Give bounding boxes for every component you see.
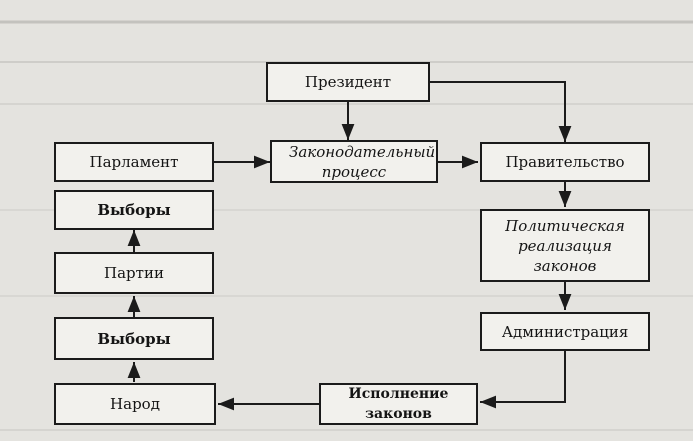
box-people: Народ [54, 383, 216, 425]
parties-label: Партии [104, 264, 164, 282]
box-political-implementation: Политическая реализация законов [480, 209, 650, 282]
administration-label: Администрация [501, 322, 629, 341]
president-label: Президент [304, 73, 392, 91]
people-label: Народ [110, 395, 160, 413]
arrow-president-to-government [430, 81, 572, 142]
box-parties: Партии [54, 252, 214, 294]
box-elections-bottom: Выборы [54, 317, 214, 360]
political-impl-label: Политическая реализация законов [505, 216, 625, 275]
arrow-administration-to-law-execution [480, 351, 566, 409]
box-administration: Администрация [480, 312, 650, 351]
elections-bottom-label: Выборы [97, 329, 171, 348]
law-execution-label: Исполнение законов [348, 386, 449, 422]
legislative-label: Законодательный процесс [289, 142, 436, 181]
box-president: Президент [266, 62, 430, 102]
government-label: Правительство [505, 153, 625, 171]
box-legislative-process: Законодательный процесс [270, 140, 438, 183]
parliament-label: Парламент [89, 153, 179, 171]
box-government: Правительство [480, 142, 650, 182]
box-parliament: Парламент [54, 142, 214, 182]
box-elections-top: Выборы [54, 190, 214, 230]
elections-top-label: Выборы [97, 201, 171, 219]
box-law-execution: Исполнение законов [319, 383, 478, 425]
